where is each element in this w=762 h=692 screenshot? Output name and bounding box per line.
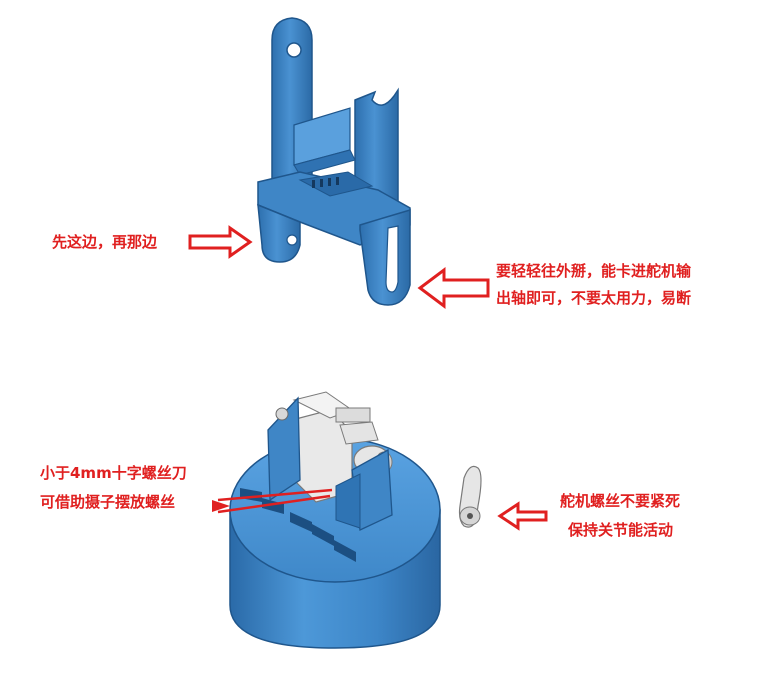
annotation-right-top-line1: 要轻轻往外掰，能卡进舵机输 <box>496 262 692 280</box>
annotation-right-bottom-line2: 保持关节能活动 <box>568 521 674 539</box>
base-assembly <box>229 391 441 649</box>
annotation-left-bottom-line1: 小于4mm十字螺丝刀 <box>40 464 187 482</box>
annotation-right-top: 要轻轻往外掰，能卡进舵机输 出轴即可，不要太用力，易断 <box>496 262 691 308</box>
annotation-left-bottom: 小于4mm十字螺丝刀 可借助摄子摆放螺丝 <box>40 464 187 512</box>
bracket-part <box>257 17 411 306</box>
annotation-right-bottom-line1: 舵机螺丝不要紧死 <box>560 492 681 510</box>
annotation-left-bottom-line2: 可借助摄子摆放螺丝 <box>40 493 176 511</box>
annotation-right-bottom: 舵机螺丝不要紧死 保持关节能活动 <box>560 492 680 540</box>
arrow-right-bottom <box>497 501 548 531</box>
annotation-right-top-line2: 出轴即可，不要太用力，易断 <box>496 289 692 307</box>
servo-horn-part <box>458 465 482 528</box>
annotation-left-top: 先这边，再那边 <box>52 233 157 252</box>
screwdriver-pointer <box>212 488 333 514</box>
annotation-left-top-text: 先这边，再那边 <box>52 233 158 251</box>
arrow-left-top <box>188 225 253 259</box>
arrow-right-top <box>417 267 490 309</box>
